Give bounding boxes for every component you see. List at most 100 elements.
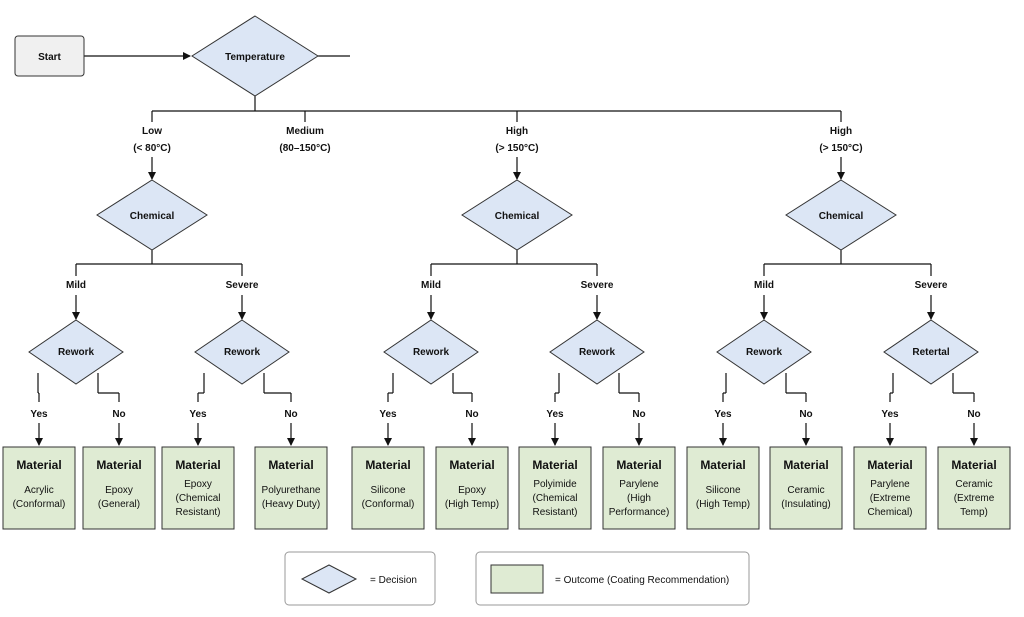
rework-decision xyxy=(716,319,812,385)
no-label: No xyxy=(465,409,478,420)
legend-decision-text: = Decision xyxy=(370,575,417,586)
outcome-rect xyxy=(435,446,509,530)
yes-label: Yes xyxy=(379,409,397,420)
rework-decision xyxy=(28,319,124,385)
outcome-title: Material xyxy=(365,458,410,472)
rework-decision-label: Rework xyxy=(579,347,616,358)
outcome-line: Polyurethane xyxy=(262,485,321,496)
outcome-line: Resistant) xyxy=(175,507,220,518)
outcome-title: Material xyxy=(175,458,220,472)
outcome-line: (High Temp) xyxy=(445,499,499,510)
branch-high-line2: (> 150°C) xyxy=(495,143,538,154)
chemical-decision-label: Chemical xyxy=(130,211,175,222)
outcome-line: (Chemical xyxy=(532,493,577,504)
temperature-decision: Temperature xyxy=(191,15,319,97)
no-label: No xyxy=(967,409,980,420)
outcome-line: (Conformal) xyxy=(362,499,415,510)
outcome-title: Material xyxy=(96,458,141,472)
outcome-rect xyxy=(686,446,760,530)
outcome-rect xyxy=(161,446,235,530)
outcome-line: Ceramic xyxy=(955,479,992,490)
outcome-rect xyxy=(769,446,843,530)
chemical-decision xyxy=(461,179,573,251)
chemical-decision xyxy=(785,179,897,251)
outcome-line: Ceramic xyxy=(787,485,824,496)
branch-high-second: High (> 150°C) xyxy=(819,126,862,154)
outcome-line: Performance) xyxy=(609,507,670,518)
outcome-line: (High Temp) xyxy=(696,499,750,510)
severity-label: Mild xyxy=(754,280,774,291)
rework-decision xyxy=(549,319,645,385)
branch-high-second-line1: High xyxy=(830,126,852,137)
outcome-line: Epoxy xyxy=(458,485,486,496)
outcome-title: Material xyxy=(867,458,912,472)
legend-outcome-text: = Outcome (Coating Recommendation) xyxy=(555,575,729,586)
yes-label: Yes xyxy=(881,409,899,420)
yes-label: Yes xyxy=(189,409,207,420)
outcome-line: Epoxy xyxy=(184,479,212,490)
outcome-line: Polyimide xyxy=(533,479,577,490)
outcome-line: Temp) xyxy=(960,507,988,518)
branch-high-second-line2: (> 150°C) xyxy=(819,143,862,154)
no-label: No xyxy=(112,409,125,420)
outcome-line: (Conformal) xyxy=(13,499,66,510)
severity-label: Severe xyxy=(915,280,948,291)
outcome-rect xyxy=(518,446,592,530)
no-label: No xyxy=(632,409,645,420)
outcome-line: (General) xyxy=(98,499,140,510)
outcome-line: Parylene xyxy=(619,479,659,490)
outcome-line: (Heavy Duty) xyxy=(262,499,320,510)
outcome-rect xyxy=(82,446,156,530)
temperature-branch-labels: Low (< 80°C) Medium (80–150°C) High (> 1… xyxy=(133,126,862,154)
no-label: No xyxy=(799,409,812,420)
outcome-title: Material xyxy=(783,458,828,472)
connector-lines xyxy=(35,52,978,446)
outcome-title: Material xyxy=(268,458,313,472)
branch-low-line2: (< 80°C) xyxy=(133,143,171,154)
outcome-line: Silicone xyxy=(370,485,405,496)
branch-high-line1: High xyxy=(506,126,528,137)
start-label: Start xyxy=(38,52,61,63)
chemical-decision xyxy=(96,179,208,251)
outcome-rect xyxy=(602,446,676,530)
branch-high: High (> 150°C) xyxy=(495,126,538,154)
legend-outcome-swatch xyxy=(490,564,544,594)
outcome-line: (Chemical xyxy=(175,493,220,504)
rework-decision xyxy=(194,319,290,385)
severity-label: Severe xyxy=(226,280,259,291)
outcome-rect xyxy=(853,446,927,530)
outcome-title: Material xyxy=(700,458,745,472)
outcome-rect xyxy=(351,446,425,530)
outcome-rect xyxy=(937,446,1011,530)
outcome-title: Material xyxy=(449,458,494,472)
rework-decision xyxy=(383,319,479,385)
branch-medium-line1: Medium xyxy=(286,126,324,137)
legend-outcome-box xyxy=(475,551,750,606)
outcome-title: Material xyxy=(16,458,61,472)
yes-label: Yes xyxy=(546,409,564,420)
chemical-decision-label: Chemical xyxy=(495,211,540,222)
outcome-line: Silicone xyxy=(705,485,740,496)
outcome-line: Parylene xyxy=(870,479,910,490)
outcome-line: (Extreme xyxy=(954,493,995,504)
legend-decision-icon xyxy=(300,564,358,594)
severity-label: Mild xyxy=(421,280,441,291)
yes-label: Yes xyxy=(714,409,732,420)
